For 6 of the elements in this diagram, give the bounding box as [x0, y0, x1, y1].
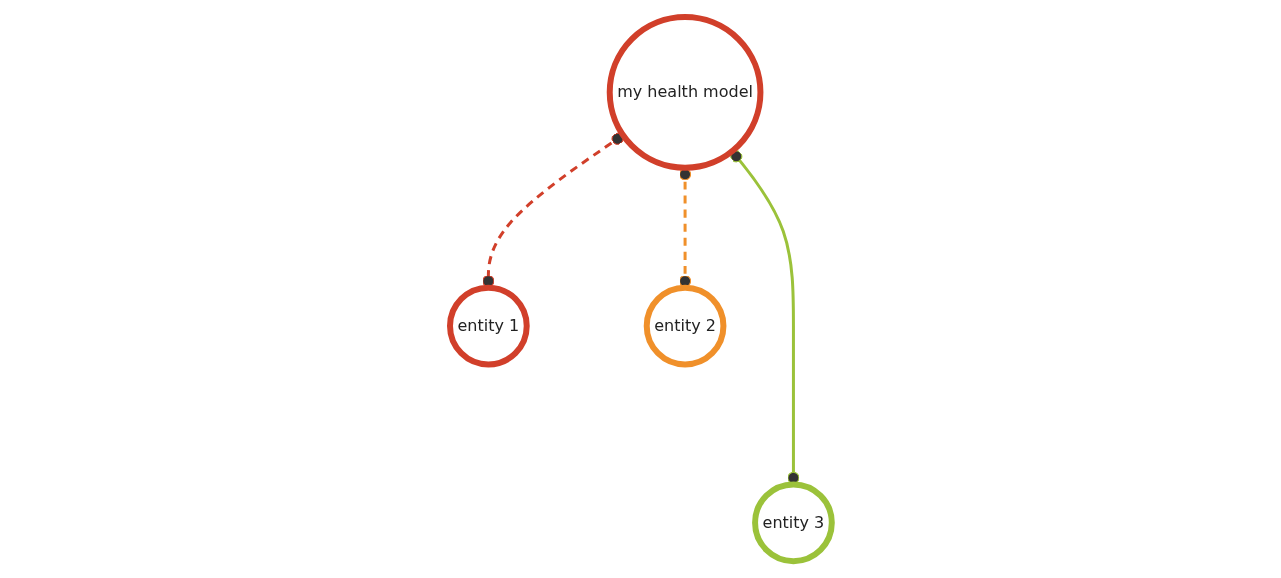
node-circle: entity 3 — [751, 481, 835, 565]
connector — [729, 150, 800, 485]
node-circle: my health model — [606, 13, 763, 171]
connector — [481, 132, 624, 288]
node-circle: entity 2 — [643, 284, 727, 368]
node-circle: entity 1 — [446, 284, 530, 368]
